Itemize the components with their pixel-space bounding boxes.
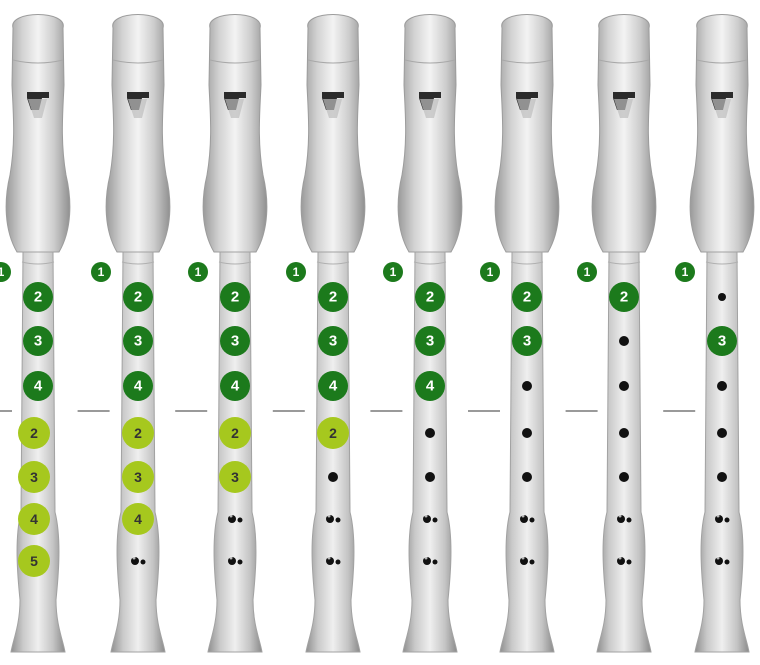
thumb-number: 1	[98, 265, 105, 279]
finger-number: 2	[30, 425, 38, 441]
recorders: 1234234512342341234231234212341231213	[0, 15, 754, 653]
finger-number: 3	[134, 469, 142, 485]
open-hole	[619, 336, 629, 346]
finger-number: 4	[134, 378, 143, 395]
finger-number: 3	[718, 333, 726, 350]
open-hole	[425, 428, 435, 438]
open-double-hole-small	[238, 560, 243, 565]
open-double-hole-small	[141, 560, 146, 565]
open-double-hole-small	[336, 518, 341, 523]
recorder-4: 1 2 3 4 2	[286, 15, 365, 653]
finger-number: 3	[329, 333, 337, 350]
finger-number: 2	[34, 289, 42, 306]
hole-highlight	[717, 515, 720, 518]
finger-number: 4	[34, 378, 43, 395]
finger-number: 3	[34, 333, 42, 350]
hole-highlight	[133, 557, 136, 560]
thumb-number: 1	[0, 265, 5, 279]
hole-highlight	[619, 515, 622, 518]
hole-highlight	[425, 515, 428, 518]
open-hole	[717, 472, 727, 482]
finger-number: 3	[231, 469, 239, 485]
open-hole	[717, 428, 727, 438]
finger-number: 2	[426, 289, 434, 306]
finger-number: 5	[30, 553, 38, 569]
open-hole	[328, 472, 338, 482]
open-hole	[522, 381, 532, 391]
finger-number: 2	[329, 289, 337, 306]
open-double-hole-small	[627, 560, 632, 565]
open-double-hole-small	[433, 518, 438, 523]
finger-number: 4	[134, 511, 142, 527]
finger-number: 4	[30, 511, 38, 527]
open-hole	[619, 472, 629, 482]
recorder-head-joint	[690, 15, 754, 253]
finger-number: 3	[30, 469, 38, 485]
finger-number: 4	[231, 378, 240, 395]
open-double-hole-small	[725, 518, 730, 523]
recorder-head-joint	[398, 15, 462, 253]
recorder-head-joint	[6, 15, 70, 253]
open-hole	[718, 293, 726, 301]
open-double-hole-small	[530, 518, 535, 523]
hole-highlight	[522, 557, 525, 560]
finger-number: 3	[426, 333, 434, 350]
finger-number: 2	[523, 289, 531, 306]
hole-highlight	[328, 557, 331, 560]
finger-number: 3	[523, 333, 531, 350]
thumb-number: 1	[390, 265, 397, 279]
open-hole	[425, 472, 435, 482]
hole-highlight	[522, 515, 525, 518]
recorder-head-joint	[495, 15, 559, 253]
thumb-number: 1	[584, 265, 591, 279]
finger-number: 3	[134, 333, 142, 350]
open-double-hole-small	[238, 518, 243, 523]
recorder-3: 1 2 3 4 2 3	[188, 15, 267, 653]
hole-highlight	[425, 557, 428, 560]
finger-number: 2	[134, 425, 142, 441]
open-double-hole-small	[433, 560, 438, 565]
finger-number: 2	[620, 289, 628, 306]
recorder-head-joint	[203, 15, 267, 253]
recorder-6: 1 2 3	[480, 15, 559, 653]
hole-highlight	[717, 557, 720, 560]
recorder-7: 12	[577, 15, 656, 653]
open-double-hole-small	[725, 560, 730, 565]
finger-number: 2	[134, 289, 142, 306]
recorder-5: 1 2 3 4	[383, 15, 462, 653]
hole-highlight	[619, 557, 622, 560]
open-hole	[619, 428, 629, 438]
finger-number: 4	[426, 378, 435, 395]
thumb-number: 1	[682, 265, 689, 279]
recorder-2: 1 2 3 4 2 3 4	[91, 15, 170, 653]
open-hole	[619, 381, 629, 391]
recorder-8: 13	[675, 15, 754, 653]
finger-number: 3	[231, 333, 239, 350]
recorder-head-joint	[301, 15, 365, 253]
recorder-body-joint	[695, 252, 749, 652]
finger-number: 2	[329, 425, 337, 441]
open-double-hole-small	[627, 518, 632, 523]
open-hole	[717, 381, 727, 391]
thumb-number: 1	[293, 265, 300, 279]
recorder-head-joint	[106, 15, 170, 253]
hole-highlight	[230, 557, 233, 560]
thumb-number: 1	[195, 265, 202, 279]
recorder-head-joint	[592, 15, 656, 253]
finger-number: 4	[329, 378, 338, 395]
open-double-hole-small	[336, 560, 341, 565]
open-hole	[522, 428, 532, 438]
recorder-1: 1 2 3 4 2 3 4 5	[0, 15, 70, 653]
hole-highlight	[328, 515, 331, 518]
finger-number: 2	[231, 289, 239, 306]
thumb-number: 1	[487, 265, 494, 279]
open-double-hole-small	[530, 560, 535, 565]
hole-highlight	[230, 515, 233, 518]
finger-number: 2	[231, 425, 239, 441]
open-hole	[522, 472, 532, 482]
